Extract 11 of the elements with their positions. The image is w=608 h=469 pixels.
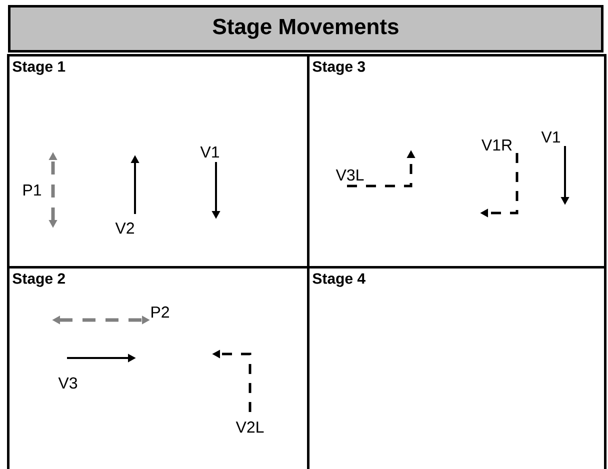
header-band: Stage Movements bbox=[8, 5, 604, 52]
arrow-label: V1R bbox=[482, 140, 512, 150]
arrow-label: V2L bbox=[236, 421, 264, 433]
arrow-label: P2 bbox=[152, 306, 169, 318]
arrow-label: V2 bbox=[115, 222, 134, 234]
arrow-label: V3 bbox=[58, 377, 78, 389]
arrow-label: V1 bbox=[541, 132, 560, 142]
stage-panel: Stage 4 bbox=[307, 266, 606, 469]
arrow-label: V3L bbox=[336, 169, 364, 181]
arrow-label: V1 bbox=[200, 146, 219, 158]
arrow-label: P1 bbox=[24, 184, 41, 196]
